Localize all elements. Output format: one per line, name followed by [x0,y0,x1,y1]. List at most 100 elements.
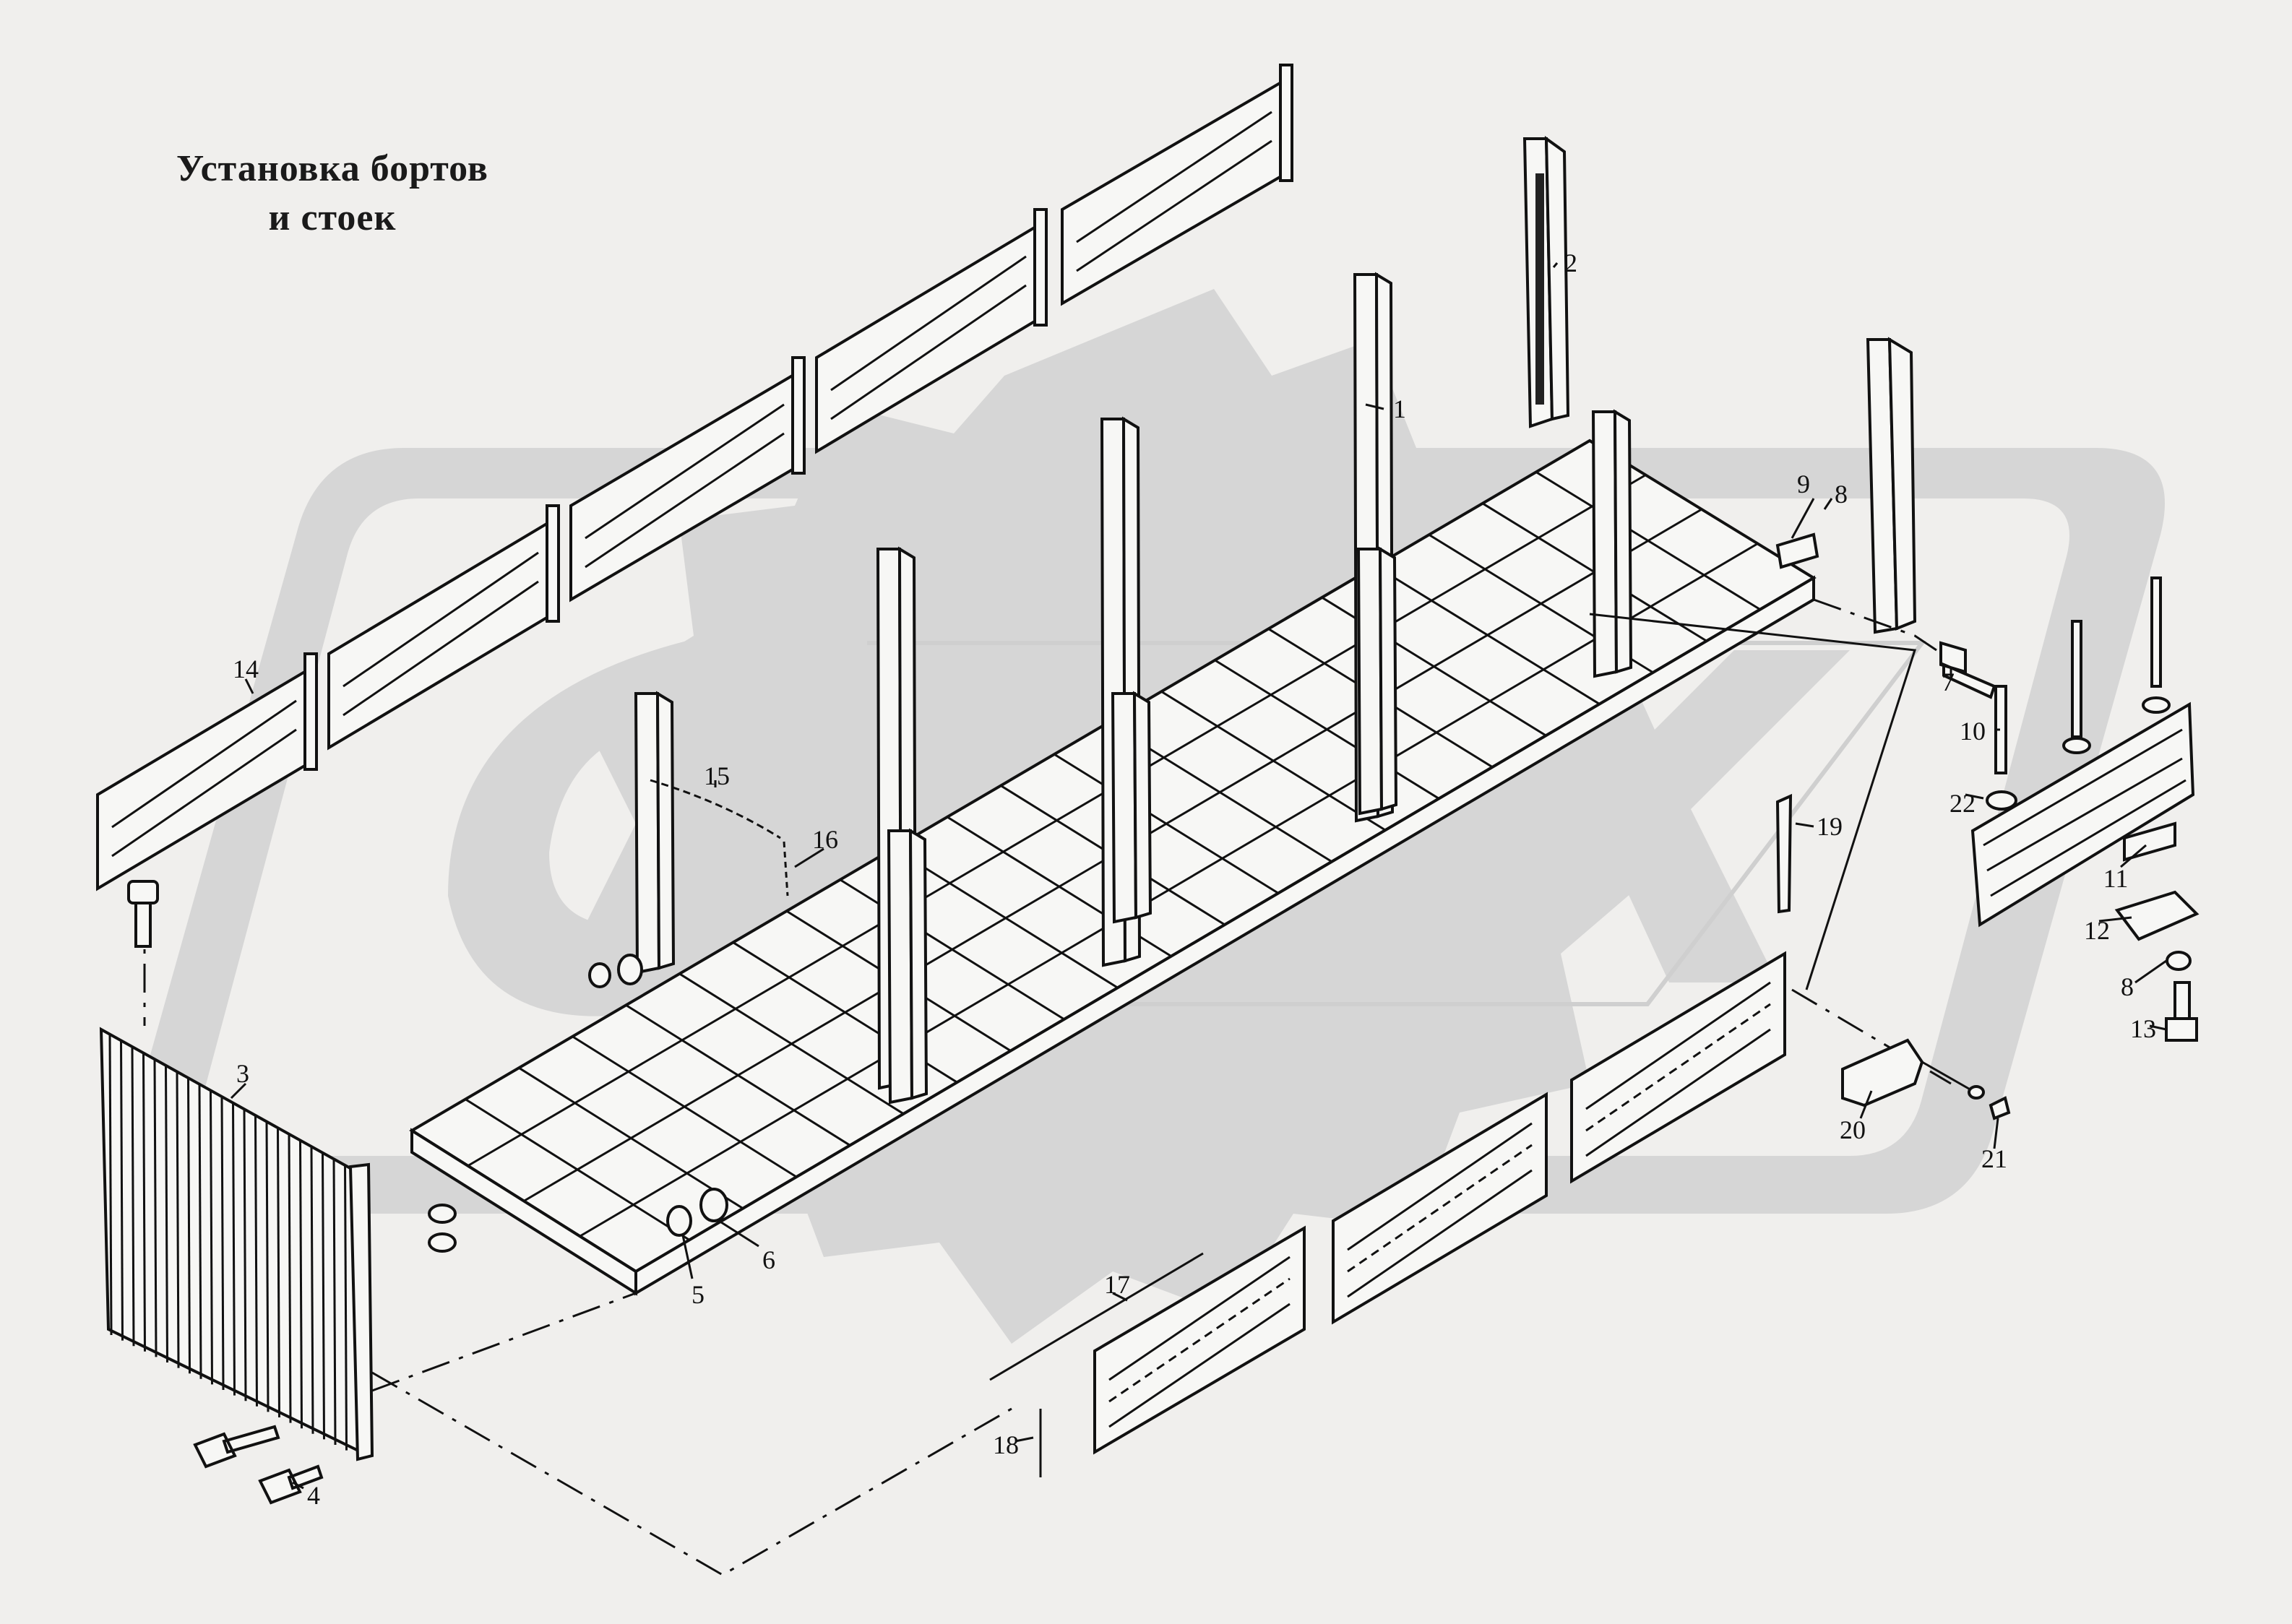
upper-board [96,665,312,891]
callout-18: 18 [993,1430,1019,1459]
stake [1356,548,1384,816]
lower-board-slots [1347,1144,1533,1273]
corrugation-rib [277,1127,280,1418]
corrugation-rib [232,1102,236,1396]
upper-board-post [546,504,560,623]
upper-board-slat [830,255,1027,392]
upper-board-slat [342,551,539,688]
corrugation-rib [176,1071,180,1368]
stake-side [1378,546,1398,811]
hinge-12 [2114,890,2200,941]
front-board-3 [99,1027,374,1461]
upper-board-slat [585,403,785,540]
stake-side [1613,409,1633,674]
callout-10: 10 [1960,717,1986,746]
lower-side-boards [1093,951,1786,1455]
corrugation-rib [165,1065,168,1363]
washer-22 [1986,790,2017,811]
upper-board-slat [830,284,1027,420]
hardware [127,532,2200,1505]
bolt-7 [1939,641,1996,699]
callout-1: 1 [1393,394,1406,423]
front-board-corrugation [108,1034,348,1451]
bolt-shank-top [134,902,152,948]
corrugation-rib [153,1059,158,1357]
corrugation-rib [198,1084,202,1379]
lower-board-slat [1108,1256,1291,1381]
corrugation-rib [108,1034,113,1336]
corrugation-rib [254,1115,258,1407]
latch-rod [1921,1061,1973,1092]
chain-15 [650,779,781,839]
callout-19: 19 [1817,812,1843,841]
lower-board [1332,1092,1548,1325]
rear-board [1970,701,2195,928]
callout-5: 5 [692,1280,705,1309]
lower-board [1570,951,1786,1184]
callout-12: 12 [2084,916,2110,945]
corrugation-rib [210,1090,213,1385]
corrugation-rib [243,1109,247,1401]
upper-board-slat [1076,139,1272,272]
lower-board-slat [1585,981,1771,1110]
corrugation-rib [187,1078,191,1374]
washer-5 [666,1205,692,1237]
callout-21: 21 [1981,1144,2007,1173]
bolt-head-top [127,880,159,904]
bolt-4a [193,1425,280,1469]
stakes [634,272,1633,1105]
corrugation-rib [310,1146,314,1434]
callout-4: 4 [307,1481,320,1510]
cotter-21 [1989,1096,2011,1120]
callout-22: 22 [1950,789,1976,818]
rod-17 [989,1252,1204,1381]
washer-upper-a [588,962,611,988]
long-bar [579,543,1759,1238]
upper-board-post [1279,64,1293,182]
bracket-11 [2123,821,2176,862]
callout-7: 7 [1942,668,1955,696]
callout-8: 8 [2121,972,2134,1001]
stake [1111,692,1138,924]
washer-8 [2166,951,2192,971]
callout-11: 11 [2103,864,2129,893]
callout-2: 2 [1564,249,1577,277]
latch-ring [1968,1085,1985,1100]
upper-board [1061,77,1288,306]
callout-6: 6 [762,1245,775,1274]
leader-lines [230,262,2167,1490]
watermark-frame [126,448,2165,1214]
corrugation-rib [220,1096,225,1391]
long-bar [467,474,1647,1167]
stake [634,692,661,975]
corrugation-rib [299,1140,303,1429]
lower-board-slat [1347,1169,1533,1298]
callout-8: 8 [1835,480,1848,509]
stake [1591,410,1619,678]
callout-13: 13 [2130,1014,2156,1043]
corrugation-rib [332,1158,337,1446]
corrugation-rib [142,1053,146,1352]
upper-board [327,517,554,751]
stake-side [908,828,929,1100]
watermark-letter-x [1416,650,1850,982]
corrugation-rib [120,1040,124,1341]
lower-board-slat [1585,1028,1771,1157]
stake-side [655,691,676,970]
nut-left-b [428,1232,457,1253]
title-line-2: и стоек [268,197,397,238]
washer-upper-b [617,954,643,985]
corrugation-rib [131,1047,135,1347]
diagram-title: Установка бортов и стоек [87,144,578,243]
upper-board-slat [111,699,297,829]
upper-board-post [303,652,318,771]
callout-14: 14 [233,655,259,683]
corrugation-rib [322,1152,325,1440]
watermark-letter-o [448,634,853,1016]
bolt-4b [258,1464,324,1505]
bolt-13 [2165,981,2198,1042]
callout-20: 20 [1840,1115,1866,1144]
washer-long-b [2142,696,2171,714]
